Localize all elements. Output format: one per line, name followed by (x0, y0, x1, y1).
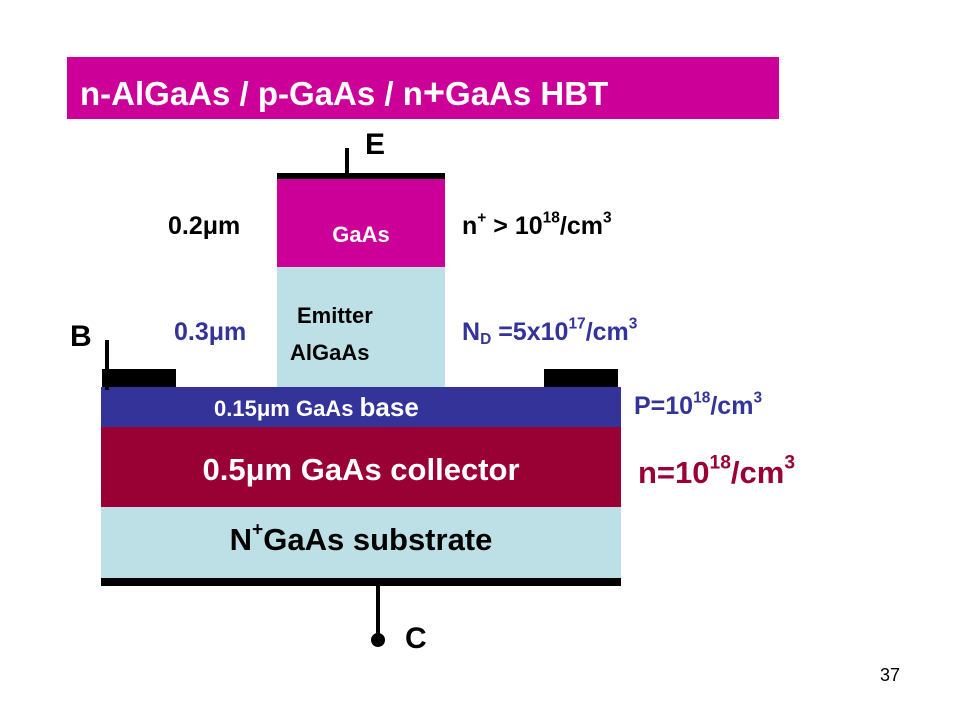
collector-doping-label: n=1018/cm3 (638, 452, 796, 491)
title-banner (67, 57, 779, 119)
collector-wire (376, 585, 380, 640)
title-suffix: GaAs HBT (445, 75, 609, 112)
collector-layer (101, 427, 621, 507)
substrate-layer-label: N+GaAs substrate (101, 519, 621, 558)
collector-doping-prefix: n=10 (638, 455, 710, 490)
emitter-doping-label: ND =5x1017/cm3 (462, 315, 638, 348)
base-doping-label: P=1018/cm3 (634, 389, 763, 421)
base-wire (105, 340, 109, 390)
cap-doping-prefix: n (462, 212, 478, 240)
emitter-contact (277, 173, 445, 179)
emitter-doping-exp: 17 (568, 315, 586, 333)
slide-number: 37 (880, 665, 901, 685)
substrate-sup: + (252, 519, 264, 541)
emitter-thickness-label: 0.3μm (174, 318, 247, 346)
base-layer-text: 0.15μm GaAs (214, 396, 360, 421)
emitter-doping-unit: /cm (585, 318, 629, 346)
collector-contact (101, 578, 621, 586)
cap-doping-mid: > 10 (486, 212, 543, 240)
gaas-cap-layer (277, 179, 445, 267)
cap-doping-exp: 18 (542, 209, 560, 227)
base-doping-unit: /cm (710, 392, 754, 420)
base-layer-word: base (359, 392, 419, 422)
emitter-wire (345, 148, 349, 178)
collector-doping-unit: /cm (730, 455, 785, 490)
substrate-layer (101, 507, 621, 578)
base-terminal-label: B (70, 320, 92, 353)
emitter-doping-mid: =5x10 (491, 318, 569, 346)
collector-terminal-label: C (405, 622, 427, 655)
cap-doping-unit: /cm (559, 212, 603, 240)
substrate-prefix: N (229, 522, 253, 557)
emitter-doping-sub: D (480, 330, 492, 348)
emitter-terminal-label: E (365, 128, 386, 161)
cap-thickness-label: 0.2μm (168, 212, 241, 240)
slide-title: n-AlGaAs / p-GaAs / n+GaAs HBT (80, 72, 608, 115)
title-plus: + (422, 72, 446, 114)
emitter-doping-unit-exp: 3 (628, 315, 638, 333)
base-contact-right (544, 369, 618, 387)
emitter-doping-prefix: N (462, 318, 481, 346)
title-prefix: n-AlGaAs / p-GaAs / n (80, 75, 423, 112)
emitter-material-label: AlGaAs (290, 340, 370, 365)
base-layer (101, 387, 621, 427)
cap-doping-unit-exp: 3 (603, 209, 612, 227)
cap-doping-label: n+ > 1018/cm3 (462, 209, 612, 241)
emitter-name-label: Emitter (297, 303, 373, 328)
base-contact-left (102, 369, 176, 387)
base-doping-exp: 18 (693, 389, 711, 407)
cap-material-label: GaAs (332, 222, 390, 247)
cap-doping-sup: + (477, 209, 487, 227)
base-doping-prefix: P=10 (634, 392, 694, 420)
emitter-algaas-layer (277, 267, 445, 387)
base-layer-label: 0.15μm GaAs base (101, 392, 621, 423)
collector-doping-exp: 18 (709, 452, 731, 474)
collector-layer-label: 0.5μm GaAs collector (202, 452, 520, 487)
base-doping-unit-exp: 3 (753, 389, 763, 407)
substrate-rest: GaAs substrate (263, 522, 493, 557)
collector-doping-unit-exp: 3 (784, 452, 796, 474)
collector-terminal-dot (371, 633, 385, 647)
